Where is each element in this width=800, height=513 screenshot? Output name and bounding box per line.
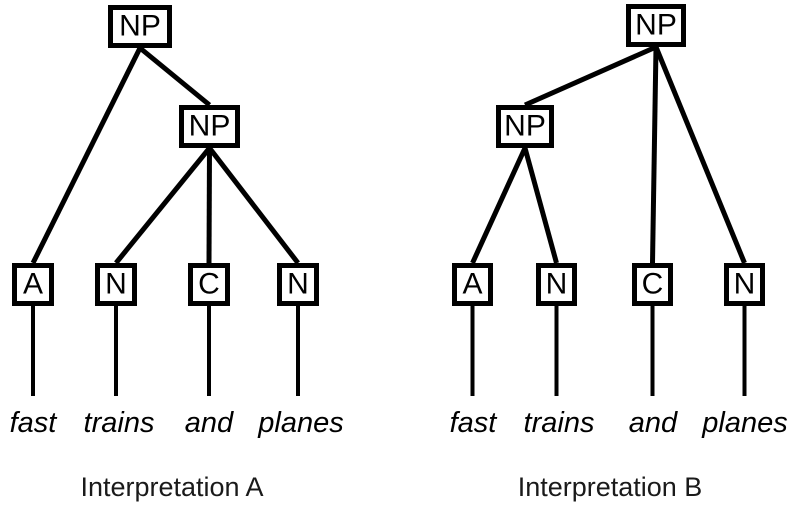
node-label-b-root: NP — [635, 8, 677, 41]
node-label-b-n1: N — [546, 267, 568, 300]
node-box-b-root — [626, 4, 686, 47]
node-label-b-adj: A — [462, 267, 482, 300]
node-label-a-n2: N — [287, 267, 309, 300]
edges-group — [470, 44, 747, 265]
tree-node-b-n1[interactable]: N — [536, 263, 577, 306]
tree-edge-a-root-to-a-adj — [30, 46, 143, 265]
node-label-a-conj: C — [198, 267, 220, 300]
node-label-a-np2: NP — [189, 109, 231, 142]
word-label-b-n2: planes — [701, 407, 787, 439]
tree-node-b-conj[interactable]: C — [632, 263, 673, 306]
node-label-b-n2: N — [734, 267, 756, 300]
node-box-b-adj — [452, 263, 493, 306]
tree-node-b-np2[interactable]: NP — [496, 105, 554, 148]
node-box-a-conj — [188, 263, 230, 306]
node-box-b-n2 — [724, 263, 765, 306]
tree-node-a-root[interactable]: NP — [108, 5, 172, 48]
tree-node-a-adj[interactable]: A — [12, 263, 54, 306]
tree-node-a-n2[interactable]: N — [277, 263, 319, 306]
word-label-a-conj: and — [185, 407, 234, 439]
node-label-b-conj: C — [642, 267, 664, 300]
word-label-a-n2: planes — [257, 407, 343, 439]
node-label-a-root: NP — [119, 9, 161, 42]
node-box-b-np2 — [496, 105, 554, 148]
node-box-a-n2 — [277, 263, 319, 306]
tree-edge-a-root-to-a-np2 — [138, 46, 212, 107]
node-label-b-np2: NP — [504, 109, 546, 142]
tree-edge-b-np2-to-b-n1 — [522, 147, 559, 264]
tree-node-b-adj[interactable]: A — [452, 263, 493, 306]
tree-node-a-n1[interactable]: N — [95, 263, 137, 306]
tree-node-a-np2[interactable]: NP — [179, 105, 240, 148]
word-label-b-conj: and — [629, 407, 678, 439]
word-label-a-adj: fast — [10, 407, 59, 439]
node-label-a-adj: A — [23, 267, 43, 300]
stems-group — [470, 306, 747, 396]
tree-edge-b-root-to-b-n2 — [653, 46, 747, 264]
word-label-b-n1: trains — [524, 407, 595, 439]
tree-edge-b-np2-to-b-adj — [470, 146, 528, 265]
node-box-a-root — [108, 5, 172, 48]
tree-edge-a-np2-to-a-n2 — [207, 146, 300, 265]
tree-edge-b-root-to-b-conj — [650, 46, 659, 264]
tree-caption-tree-b: Interpretation B — [518, 472, 703, 502]
tree-node-b-root[interactable]: NP — [626, 4, 686, 47]
tree-node-a-conj[interactable]: C — [188, 263, 230, 306]
node-label-a-n1: N — [105, 267, 127, 300]
node-box-b-n1 — [536, 263, 577, 306]
tree-edge-a-np2-to-a-n1 — [114, 146, 212, 265]
word-label-b-adj: fast — [450, 407, 499, 439]
tree-edge-b-root-to-b-np2 — [523, 44, 658, 108]
node-box-b-conj — [632, 263, 673, 306]
tree-edge-a-np2-to-a-conj — [206, 147, 212, 264]
node-box-a-np2 — [179, 105, 240, 148]
stems-group — [31, 306, 300, 396]
node-box-a-adj — [12, 263, 54, 306]
edges-group — [30, 46, 300, 265]
word-label-a-n1: trains — [84, 407, 155, 439]
node-box-a-n1 — [95, 263, 137, 306]
tree-caption-tree-a: Interpretation A — [80, 472, 263, 502]
tree-node-b-n2[interactable]: N — [724, 263, 765, 306]
